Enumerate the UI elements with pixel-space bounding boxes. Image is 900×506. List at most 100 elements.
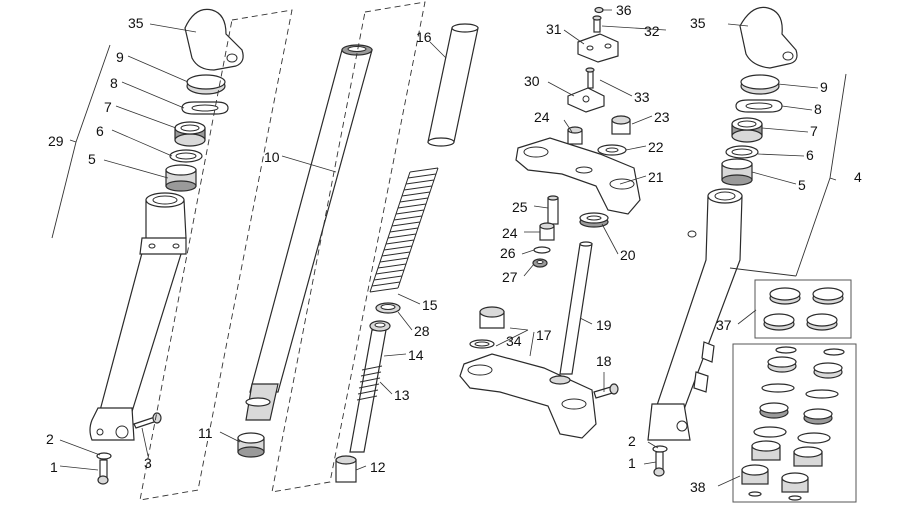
- part-32-bolt: [592, 15, 602, 33]
- part-33-bolt: [585, 67, 595, 89]
- part-9-cap-nut-right: [740, 74, 780, 95]
- callout-27: 27: [502, 269, 518, 285]
- callout-16: 16: [416, 29, 432, 45]
- callout-7-right: 7: [810, 123, 818, 139]
- part-11-bushing: [237, 432, 265, 458]
- callout-19: 19: [596, 317, 612, 333]
- callout-9-left: 9: [116, 49, 124, 65]
- callout-18: 18: [596, 353, 612, 369]
- group-4-bracket: [729, 73, 847, 277]
- callout-38: 38: [690, 479, 706, 495]
- part-8-ring-right: [735, 99, 783, 113]
- right-slider-body: [647, 188, 743, 441]
- callout-20: 20: [620, 247, 636, 263]
- callout-13: 13: [394, 387, 410, 403]
- callout-37: 37: [716, 317, 732, 333]
- callout-6-right: 6: [806, 147, 814, 163]
- part-22-washer: [597, 144, 627, 156]
- part-10-fork-tube: [245, 44, 373, 421]
- callout-8-left: 8: [110, 75, 118, 91]
- callout-29: 29: [48, 133, 64, 149]
- leader-lines: [59, 9, 819, 487]
- callout-22: 22: [648, 139, 664, 155]
- part-5-bushing-left: [165, 164, 197, 192]
- callout-28: 28: [414, 323, 430, 339]
- part-5-bushing-right: [721, 158, 753, 186]
- callout-35-right: 35: [690, 15, 706, 31]
- callout-5-right: 5: [798, 177, 806, 193]
- callout-1-left: 1: [50, 459, 58, 475]
- callout-35-left: 35: [128, 15, 144, 31]
- callout-8-right: 8: [814, 101, 822, 117]
- part-8-ring-left: [181, 101, 229, 115]
- part-15-spring: [369, 167, 439, 293]
- part-2-washer-right: [652, 445, 668, 453]
- part-12-bushing: [335, 455, 357, 483]
- callout-17: 17: [536, 327, 552, 343]
- part-7-seal-right: [731, 117, 763, 143]
- part-3-bolt: [133, 412, 162, 429]
- callout-30: 30: [524, 73, 540, 89]
- callout-4: 4: [854, 169, 862, 185]
- part-35-cap-left: [184, 8, 244, 71]
- steering-head-assembly: [459, 6, 641, 439]
- callout-7-left: 7: [104, 99, 112, 115]
- part-18-bolt: [593, 383, 619, 399]
- left-slider-body: [89, 192, 187, 441]
- part-2-washer-left: [96, 452, 112, 460]
- part-35-cap-right: [739, 6, 798, 69]
- callout-3: 3: [144, 455, 152, 471]
- right-fork-assembly: [647, 6, 847, 477]
- callout-2-left: 2: [46, 431, 54, 447]
- part-34-nut: [469, 306, 505, 349]
- part-31-clamp: [577, 33, 619, 63]
- part-19-steering-stem: [559, 241, 593, 375]
- callout-21: 21: [648, 169, 664, 185]
- part-14-damper-rod: [349, 320, 391, 453]
- part-24-spacer-lower: [539, 222, 555, 241]
- part-28-ring: [375, 302, 401, 314]
- part-1-screw-left: [97, 459, 109, 485]
- left-fork-assembly: [51, 8, 244, 485]
- part-6-washer-left: [169, 149, 203, 163]
- part-27-nut: [532, 258, 548, 268]
- callout-34: 34: [506, 333, 522, 349]
- callout-26: 26: [500, 245, 516, 261]
- part-20-bearing: [579, 212, 609, 228]
- callout-24-lower: 24: [502, 225, 518, 241]
- callout-14: 14: [408, 347, 424, 363]
- group-29-bracket: [51, 44, 111, 239]
- callout-25: 25: [512, 199, 528, 215]
- part-16-tube: [427, 23, 479, 147]
- callout-5-left: 5: [88, 151, 96, 167]
- callout-12: 12: [370, 459, 386, 475]
- part-25-pin: [547, 195, 559, 225]
- callout-33: 33: [634, 89, 650, 105]
- group-10-dash-outline: [139, 9, 293, 501]
- callout-10: 10: [264, 149, 280, 165]
- kit-37-box: [754, 279, 852, 339]
- part-1-screw-right: [653, 451, 665, 477]
- part-30-clamp: [567, 87, 605, 113]
- part-7-seal-left: [174, 121, 206, 147]
- callout-1-right: 1: [628, 455, 636, 471]
- callout-32: 32: [644, 23, 660, 39]
- part-36-washer: [594, 6, 604, 14]
- kit-38-box: [732, 343, 857, 503]
- callout-31: 31: [546, 21, 562, 37]
- part-13-spring: [356, 365, 383, 401]
- callout-2-right: 2: [628, 433, 636, 449]
- part-17-lower-triple-clamp: [459, 353, 597, 439]
- callout-15: 15: [422, 297, 438, 313]
- callout-24-upper: 24: [534, 109, 550, 125]
- callout-36: 36: [616, 2, 632, 18]
- group-16-dash-outline: [271, 1, 426, 493]
- part-26-washer: [533, 246, 551, 254]
- callout-9-right: 9: [820, 79, 828, 95]
- part-6-washer-right: [725, 145, 759, 159]
- callout-23: 23: [654, 109, 670, 125]
- callout-labels: 35 9 8 7 29 6 5 2 1 3 10 11 16 15 28 14 …: [46, 2, 862, 495]
- callout-11: 11: [198, 425, 213, 441]
- callout-6-left: 6: [96, 123, 104, 139]
